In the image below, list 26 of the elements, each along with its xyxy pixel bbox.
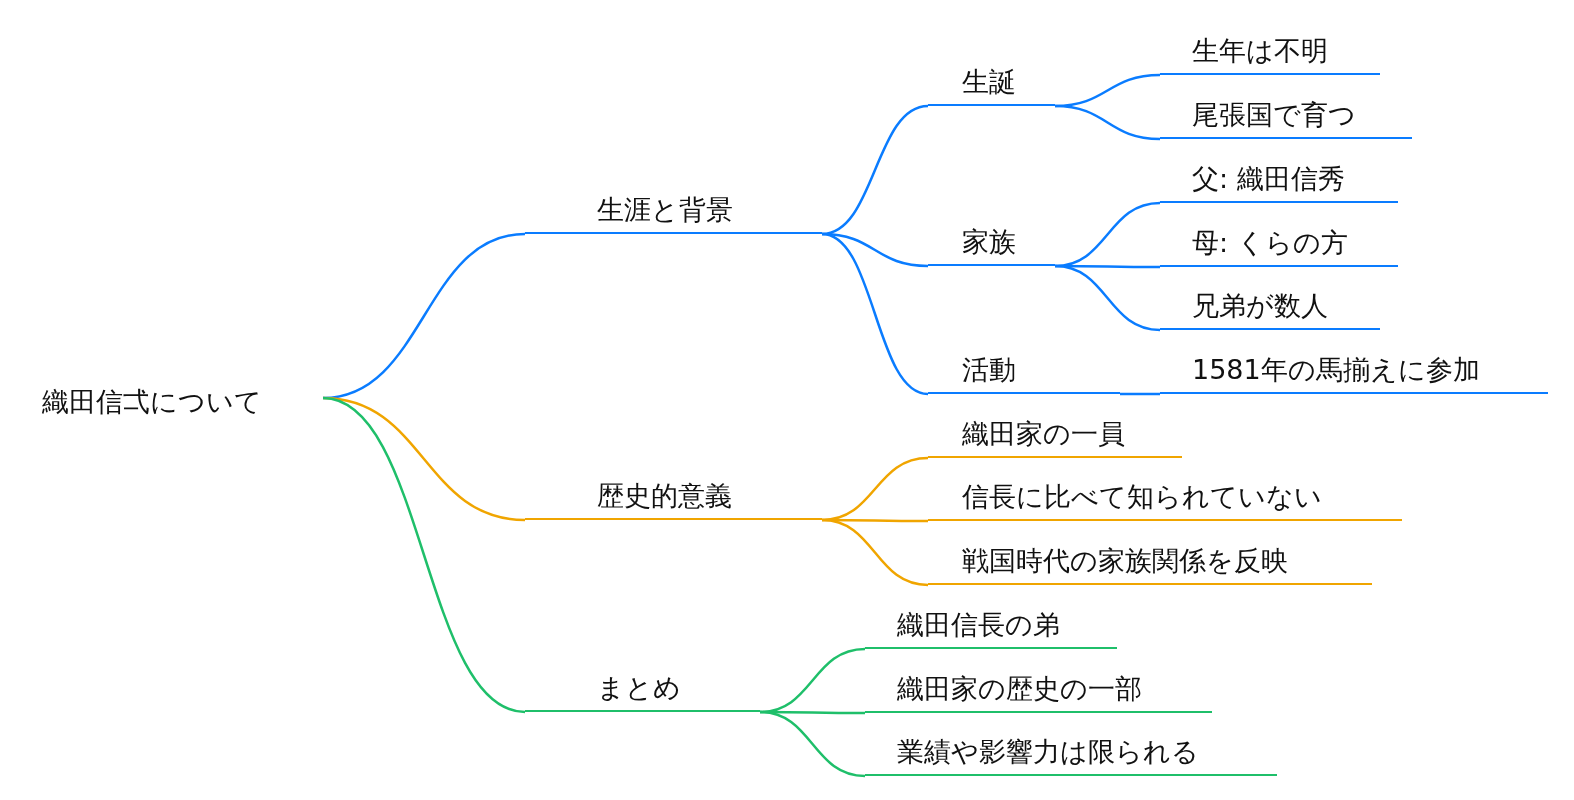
topic-label: 織田信弌について — [42, 374, 323, 422]
branch-label: 織田家の歴史の一部 — [865, 667, 1212, 713]
branch-label: 母: くらの方 — [1160, 221, 1398, 267]
connector — [759, 710, 866, 778]
branch-label: 兄弟が数人 — [1160, 284, 1380, 330]
branch-label: 生誕 — [928, 60, 1055, 106]
branch-label: 活動 — [928, 348, 1120, 394]
branch-label: 業績や影響力は限られる — [865, 730, 1277, 776]
branch-label: 父: 織田信秀 — [1160, 157, 1398, 203]
branch-label: 1581年の馬揃えに参加 — [1160, 348, 1548, 394]
branch-label: 信長に比べて知られていない — [928, 475, 1402, 521]
branch-label: 織田信長の弟 — [865, 603, 1117, 649]
connector — [821, 518, 929, 587]
branch-label: 尾張国で育つ — [1160, 93, 1412, 139]
branch-label: まとめ — [525, 666, 760, 712]
connector — [1054, 264, 1161, 332]
branch-label: 生年は不明 — [1160, 29, 1380, 75]
branch-label: 歴史的意義 — [525, 474, 822, 520]
branch-label: 織田家の一員 — [928, 412, 1182, 458]
branch-label: 戦国時代の家族関係を反映 — [928, 539, 1372, 585]
connector — [1054, 104, 1161, 141]
connector — [1120, 392, 1160, 396]
branch-label: 生涯と背景 — [525, 188, 822, 234]
branch-label: 家族 — [928, 220, 1055, 266]
connector — [322, 396, 526, 714]
connector — [821, 232, 929, 396]
